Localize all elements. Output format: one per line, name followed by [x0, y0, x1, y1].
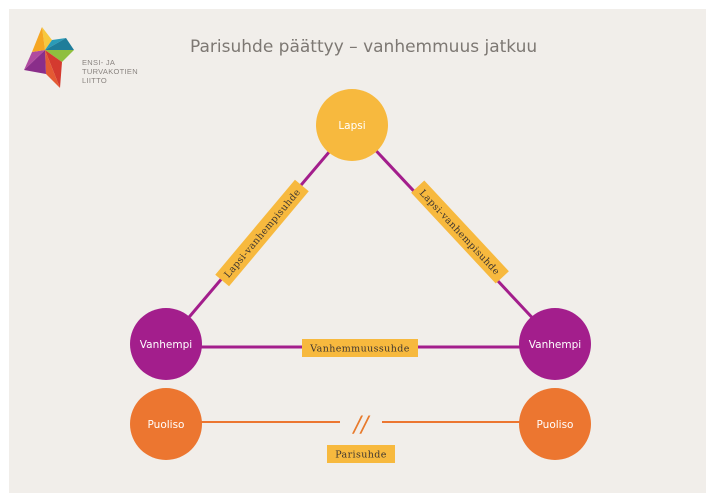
node-spouse-left-label: Puoliso [148, 419, 185, 431]
tag-child-parent-left-label: Lapsi-vanhempisuhde [222, 187, 303, 280]
tag-child-parent-right: Lapsi-vanhempisuhde [411, 180, 509, 284]
node-child-label: Lapsi [338, 120, 365, 132]
node-parent-left-label: Vanhempi [140, 339, 192, 351]
node-child: Lapsi [316, 89, 388, 161]
tag-child-parent-right-label: Lapsi-vanhempisuhde [417, 188, 502, 278]
tag-partnership: Parisuhde [327, 445, 395, 463]
node-spouse-right: Puoliso [519, 388, 591, 460]
page-title: Parisuhde päättyy – vanhemmuus jatkuu [190, 37, 538, 57]
node-parent-left: Vanhempi [130, 308, 202, 380]
node-spouse-right-label: Puoliso [537, 419, 574, 431]
tag-child-parent-left: Lapsi-vanhempisuhde [215, 179, 309, 287]
node-spouse-left: Puoliso [130, 388, 202, 460]
logo-line-1: ENSI- JA [82, 58, 116, 67]
tag-parenthood-label: Vanhemmuussuhde [309, 344, 409, 355]
tag-parenthood: Vanhemmuussuhde [302, 339, 418, 357]
pinwheel-logo-icon [24, 27, 74, 88]
node-parent-right-label: Vanhempi [529, 339, 581, 351]
logo-text: ENSI- JA TURVAKOTIEN LIITTO [82, 58, 138, 85]
break-symbol: // [352, 413, 371, 438]
node-parent-right: Vanhempi [519, 308, 591, 380]
logo-line-2: TURVAKOTIEN [82, 67, 138, 76]
logo-line-3: LIITTO [82, 76, 107, 85]
tag-partnership-label: Parisuhde [335, 450, 387, 461]
